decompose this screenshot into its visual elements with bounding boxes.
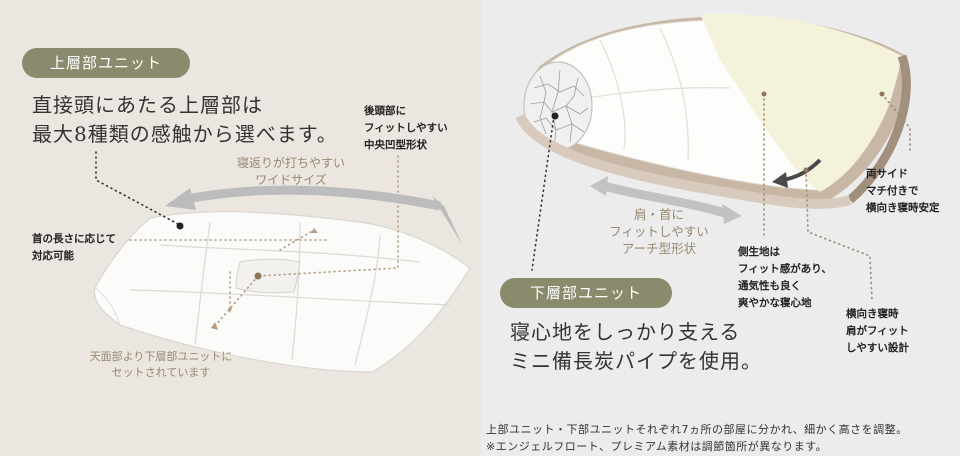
side-fabric-callout-line: フィット感があり、 [738, 263, 832, 275]
rear-head-callout-line: 中央凹型形状 [364, 139, 427, 151]
lower-headline-line-2: ミニ備長炭パイプを使用。 [510, 349, 762, 373]
side-fabric-callout-line: 通気性も良く [738, 280, 801, 292]
side-gusset-callout-line: マチ付きで [866, 185, 919, 197]
rear-head-callout-line: フィットしやすい [364, 122, 448, 134]
wide-size-label-line: ワイドサイズ [255, 173, 327, 187]
lower-pillow-image [515, 13, 911, 301]
shoulder-fit-callout-line: しやすい設計 [846, 342, 909, 354]
upper-headline: 直接頭にあたる上層部は 最大8種類の感触から選べます。 [32, 91, 338, 149]
bottom-set-note-line: 天面部より下層部ユニットに [89, 350, 233, 363]
side-gusset-callout: 両サイド マチ付きで 横向き寝時安定 [866, 166, 940, 217]
shoulder-fit-callout: 横向き寝時 肩がフィット しやすい設計 [846, 306, 909, 357]
wide-size-label-line: 寝返りが打ちやすい [236, 156, 345, 170]
arch-shape-label-line: 肩・首に [633, 207, 684, 222]
arch-shape-label-line: アーチ型形状 [621, 241, 697, 256]
neck-length-callout-line: 首の長さに応じて [32, 233, 116, 245]
neck-length-callout-line: 対応可能 [32, 250, 74, 262]
lower-headline: 寝心地をしっかり支える ミニ備長炭パイプを使用。 [510, 318, 762, 376]
upper-unit-badge: 上層部ユニット [22, 48, 190, 78]
side-fabric-callout-line: 爽やかな寝心地 [738, 297, 812, 309]
side-fabric-callout: 側生地は フィット感があり、 通気性も良く 爽やかな寝心地 [738, 244, 832, 312]
footer-notes: 上部ユニット・下部ユニットそれぞれ7ヵ所の部屋に分かれ、細かく高さを調整。 ※エ… [486, 421, 908, 455]
rear-head-callout: 後頭部に フィットしやすい 中央凹型形状 [364, 103, 448, 154]
lower-headline-line-1: 寝心地をしっかり支える [510, 320, 741, 344]
upper-pillow-image [93, 151, 471, 373]
shoulder-fit-callout-line: 肩がフィット [846, 325, 909, 337]
wide-size-label: 寝返りが打ちやすい ワイドサイズ [228, 155, 354, 189]
footer-line-1: 上部ユニット・下部ユニットそれぞれ7ヵ所の部屋に分かれ、細かく高さを調整。 [486, 423, 908, 436]
side-fabric-callout-line: 側生地は [738, 246, 780, 258]
side-gusset-callout-line: 両サイド [866, 168, 908, 180]
arch-shape-label: 肩・首に フィットしやすい アーチ型形状 [596, 206, 722, 257]
bottom-set-note: 天面部より下層部ユニットに セットされています [62, 349, 260, 381]
shoulder-fit-callout-line: 横向き寝時 [846, 308, 899, 320]
lower-unit-badge: 下層部ユニット [500, 278, 672, 308]
side-gusset-callout-line: 横向き寝時安定 [866, 202, 940, 214]
bottom-set-note-line: セットされています [111, 366, 211, 379]
footer-line-2: ※エンジェルフロート、プレミアム素材は調節箇所が異なります。 [486, 440, 828, 453]
arch-shape-label-line: フィットしやすい [609, 224, 709, 239]
neck-length-callout: 首の長さに応じて 対応可能 [32, 231, 116, 265]
upper-headline-line-2: 最大8種類の感触から選べます。 [32, 122, 338, 146]
rear-head-callout-line: 後頭部に [364, 105, 406, 117]
upper-headline-line-1: 直接頭にあたる上層部は [32, 93, 263, 117]
